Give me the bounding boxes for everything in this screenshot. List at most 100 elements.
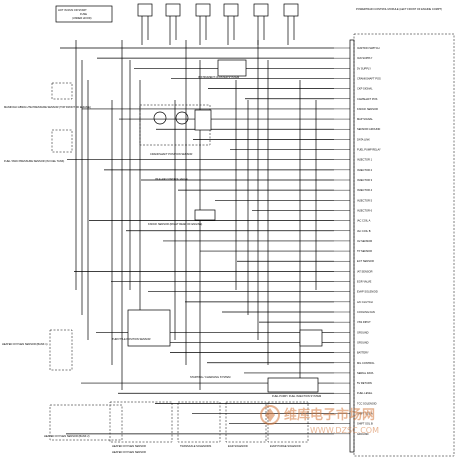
o2-sensor-1-label: HEATED OXYGEN SENSOR (BANK 1) bbox=[2, 342, 48, 346]
pcm-pin: VSS INPUT bbox=[334, 320, 371, 324]
pcm-pin-label: INJECTOR 2 bbox=[357, 168, 373, 172]
pcm-pin: INJECTOR 1 bbox=[334, 158, 373, 162]
top-plug-1 bbox=[137, 3, 153, 45]
bottom-label-5: EVAP PURGE SOLENOID bbox=[270, 444, 301, 448]
pcm-pin: EGR VALVE bbox=[334, 280, 372, 284]
pcm-pin-label: ECT SENSOR bbox=[357, 259, 374, 263]
watermark-brand: 维库电子市场网 bbox=[284, 407, 375, 423]
pcm-pin-label: SHIFT SOL A bbox=[357, 412, 373, 416]
map-sensor: MANIFOLD ABSOLUTE PRESSURE SENSOR (TOP F… bbox=[4, 82, 91, 109]
pcm-pin: BATTERY bbox=[334, 351, 369, 355]
knock-sensor: KNOCK SENSOR (RIGHT REAR OF ENGINE) bbox=[148, 209, 216, 226]
tp-sensor-label: THROTTLE POSITION SENSOR bbox=[112, 337, 151, 341]
pcm-pin-label: MAP SIGNAL bbox=[357, 117, 373, 121]
pcm-pin-label: FUEL PUMP RELAY bbox=[357, 148, 381, 152]
watermark-url: WWW.DZSC.COM bbox=[310, 426, 379, 435]
fuel-injection-label: FUEL PUMP / FUEL INJECTION SYSTEM bbox=[272, 394, 321, 398]
pcm-pin-label: INJECTOR 6 bbox=[357, 208, 373, 212]
pcm-pin-label: A/C CLUTCH bbox=[357, 300, 373, 304]
pcm-title: POWERTRAIN CONTROL MODULE (LEFT FRONT OF… bbox=[356, 7, 442, 11]
iac-label: IDLE AIR CONTROL VALVE bbox=[155, 177, 188, 181]
fuel-injection: FUEL PUMP / FUEL INJECTION SYSTEM bbox=[267, 377, 321, 398]
vertical-wires bbox=[75, 40, 317, 390]
pcm-pin: INJECTOR 4 bbox=[334, 188, 373, 192]
oxygen-sensor-2: HEATED OXYGEN SENSOR (BANK 2) bbox=[44, 404, 123, 441]
pcm-pin: GROUND bbox=[334, 330, 369, 334]
pcm-pin-label: DATA LINK bbox=[357, 137, 370, 141]
header-fuse-box: HOT IN RUN OR START FUSE (UNDER HOOD) bbox=[55, 5, 113, 23]
pcm-pin-label: O2 SENSOR bbox=[357, 239, 372, 243]
fuel-tank-sensor-label: FUEL TANK PRESSURE SENSOR (IN FUEL TANK) bbox=[4, 159, 64, 163]
map-sensor-label: MANIFOLD ABSOLUTE PRESSURE SENSOR (TOP F… bbox=[4, 105, 91, 109]
pcm-pin-label: CKP SIGNAL bbox=[357, 87, 373, 91]
tp-sensor: THROTTLE POSITION SENSOR bbox=[112, 309, 171, 347]
pcm-pin-label: SHIFT SOL B bbox=[357, 422, 373, 426]
pcm-pin: SHIFT SOL A bbox=[334, 412, 373, 416]
starting-charging: STARTING / CHARGING SYSTEM bbox=[190, 329, 323, 379]
pcm-pin-label: SENSOR GROUND bbox=[357, 127, 380, 131]
pcm-pin: KNOCK SENSOR bbox=[334, 107, 378, 111]
pcm-pin: IAT SENSOR bbox=[334, 269, 373, 273]
header-line1: HOT IN RUN OR START bbox=[58, 8, 87, 12]
pcm-pin-label: TCC SOLENOID bbox=[357, 401, 377, 405]
pcm-pin-label: GROUND bbox=[357, 330, 369, 334]
watermark: 维库电子市场网 WWW.DZSC.COM bbox=[260, 405, 379, 435]
oxygen-sensor-1: HEATED OXYGEN SENSOR (BANK 1) bbox=[2, 329, 73, 371]
o2-sensor-2-label: HEATED OXYGEN SENSOR (BANK 2) bbox=[44, 434, 90, 438]
pcm-pin: INJECTOR 3 bbox=[334, 178, 373, 182]
bottom-label-2: HEATED OXYGEN SENSOR bbox=[112, 450, 146, 454]
bottom-label-3: TRANSAXLE SOLENOIDS bbox=[180, 444, 212, 448]
pcm-pin-label: FUEL LEVEL bbox=[357, 391, 373, 395]
center-components: INSTRUMENT CLUSTER SYSTEM CRANKSHAFT POS… bbox=[112, 59, 323, 398]
top-plug-3 bbox=[195, 3, 211, 45]
pcm-pin-label: IGN SUPPLY bbox=[357, 56, 373, 60]
top-plug-2 bbox=[165, 3, 181, 45]
pcm-pin-label: TP SENSOR bbox=[357, 249, 372, 253]
pcm-pin: CAMSHAFT POS bbox=[334, 97, 378, 101]
pcm-pin-label: INJECTOR 1 bbox=[357, 158, 373, 162]
pcm-pin: GROUND bbox=[334, 432, 369, 436]
pcm-pin-label: INJECTOR 5 bbox=[357, 198, 373, 202]
header-line2: FUSE bbox=[80, 12, 87, 16]
fuel-tank-pressure-sensor: FUEL TANK PRESSURE SENSOR (IN FUEL TANK) bbox=[4, 129, 73, 163]
pcm-pin: FUEL PUMP RELAY bbox=[334, 148, 381, 152]
watermark-logo bbox=[260, 405, 280, 425]
pcm-pin-label: INJECTOR 3 bbox=[357, 178, 373, 182]
pcm-pin: TCC SOLENOID bbox=[334, 401, 377, 405]
horizontal-wires bbox=[60, 47, 334, 435]
pcm-pin-label: GROUND bbox=[357, 340, 369, 344]
pcm-pin: MAP SIGNAL bbox=[334, 117, 373, 121]
pcm-pin: INJECTOR 6 bbox=[334, 208, 373, 212]
pcm-pin: EVAP SOLENOID bbox=[334, 290, 378, 294]
pcm-pin-label: GROUND bbox=[357, 432, 369, 436]
pcm-pin-label: IAT SENSOR bbox=[357, 269, 373, 273]
pcm-pin-label: SERIAL DATA bbox=[357, 371, 374, 375]
pcm-pin-label: KNOCK SENSOR bbox=[357, 107, 378, 111]
instrument-cluster: INSTRUMENT CLUSTER SYSTEM bbox=[198, 59, 247, 79]
top-plug-6 bbox=[283, 3, 299, 45]
pcm-pin: INJECTOR 2 bbox=[334, 168, 373, 172]
pcm-connector: POWERTRAIN CONTROL MODULE (LEFT FRONT OF… bbox=[334, 7, 455, 457]
pcm-pin-label: MIL CONTROL bbox=[357, 361, 375, 365]
pcm-pin: INJECTOR 5 bbox=[334, 198, 373, 202]
instrument-cluster-label: INSTRUMENT CLUSTER SYSTEM bbox=[198, 75, 239, 79]
pcm-pin: TP SENSOR bbox=[334, 249, 372, 253]
pcm-pin: COOLING FAN bbox=[334, 310, 375, 314]
left-components: MANIFOLD ABSOLUTE PRESSURE SENSOR (TOP F… bbox=[2, 82, 216, 441]
pcm-pin: MIL CONTROL bbox=[334, 361, 375, 365]
starting-charging-label: STARTING / CHARGING SYSTEM bbox=[190, 375, 230, 379]
pcm-pin: CKP SIGNAL bbox=[334, 87, 373, 91]
pcm-pin: 5V SUPPLY bbox=[334, 66, 371, 70]
knock-sensor-label: KNOCK SENSOR (RIGHT REAR OF ENGINE) bbox=[148, 222, 202, 226]
pcm-pin-label: CRANKSHAFT POS bbox=[357, 76, 381, 80]
pcm-pin: SERIAL DATA bbox=[334, 371, 374, 375]
pcm-pin: A/C CLUTCH bbox=[334, 300, 373, 304]
pcm-pin: FUEL LEVEL bbox=[334, 391, 373, 395]
bottom-label-4: EGR SOLENOID bbox=[228, 444, 248, 448]
pcm-pin-label: VSS INPUT bbox=[357, 320, 371, 324]
pcm-pin: IAC COIL A bbox=[334, 219, 371, 223]
pcm-pin-label: IAC COIL A bbox=[357, 219, 371, 223]
pcm-pin: IAC COIL B bbox=[334, 229, 371, 233]
top-plug-row bbox=[137, 3, 299, 45]
